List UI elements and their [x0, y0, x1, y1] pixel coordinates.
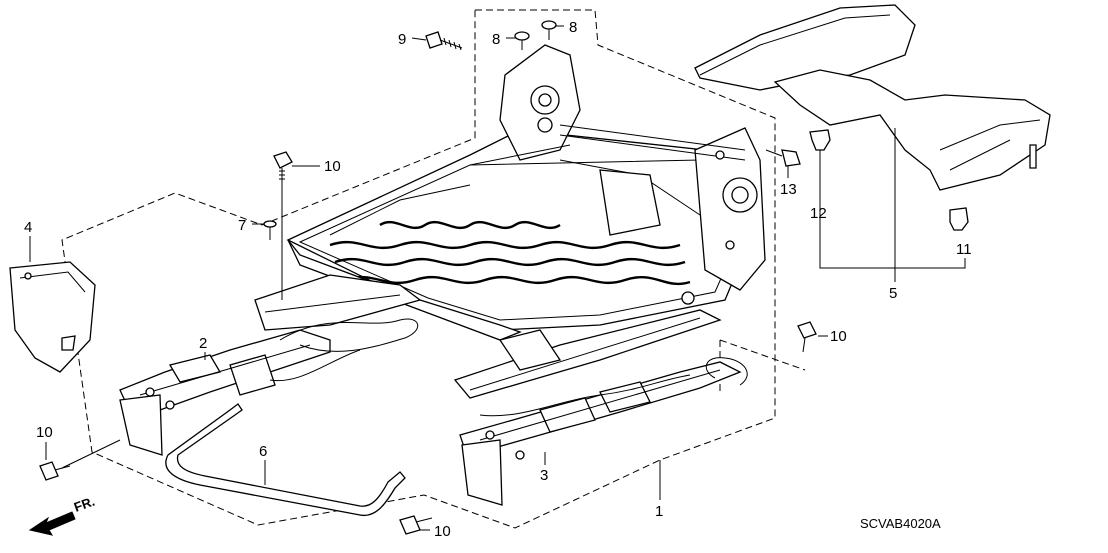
callout-10-right: 10 — [830, 328, 847, 345]
callout-10-left: 10 — [36, 424, 53, 441]
callout-6: 6 — [259, 443, 267, 460]
callout-7: 7 — [238, 217, 246, 234]
screw-8-left — [514, 31, 530, 50]
callout-3: 3 — [540, 467, 548, 484]
callout-10-top: 10 — [324, 158, 341, 175]
right-slide-adjuster — [459, 357, 748, 506]
flange-bolt-10-left — [39, 461, 71, 481]
callout-13: 13 — [780, 181, 797, 198]
screw-8-right — [541, 20, 557, 40]
callout-8-left: 8 — [492, 31, 500, 48]
callout-5: 5 — [889, 285, 897, 302]
clip-12 — [809, 129, 831, 158]
callout-1: 1 — [655, 503, 663, 520]
left-slide-adjuster — [119, 318, 418, 456]
callout-8-right: 8 — [569, 19, 577, 36]
side-trim-cover-part — [694, 4, 1051, 191]
front-label: FR. — [72, 494, 97, 515]
diagram-code: SCVAB4020A — [860, 516, 941, 531]
flange-bolt-10-top — [273, 151, 293, 182]
callout-labels: 9 8 8 10 7 13 12 11 5 4 10 2 10 6 3 1 10 — [24, 19, 972, 540]
flange-bolt-9 — [425, 31, 463, 51]
callout-11: 11 — [956, 241, 972, 258]
callout-10-bottom: 10 — [434, 523, 451, 540]
callout-9: 9 — [398, 31, 406, 48]
front-cover-part — [9, 261, 96, 373]
flange-bolt-10-right — [797, 321, 817, 353]
leader-lines — [29, 25, 966, 531]
upper-seat-rails — [254, 274, 722, 399]
callout-4: 4 — [24, 219, 32, 236]
front-arrow-icon — [28, 511, 76, 536]
screw-7 — [263, 220, 277, 240]
torsion-rod — [165, 403, 406, 517]
bolt-13 — [765, 149, 801, 167]
callout-2: 2 — [199, 335, 207, 352]
flange-bolt-10-bottom — [399, 515, 433, 535]
callout-12: 12 — [810, 205, 827, 222]
clip-11 — [949, 207, 969, 231]
front-direction-indicator: FR. — [28, 494, 97, 536]
